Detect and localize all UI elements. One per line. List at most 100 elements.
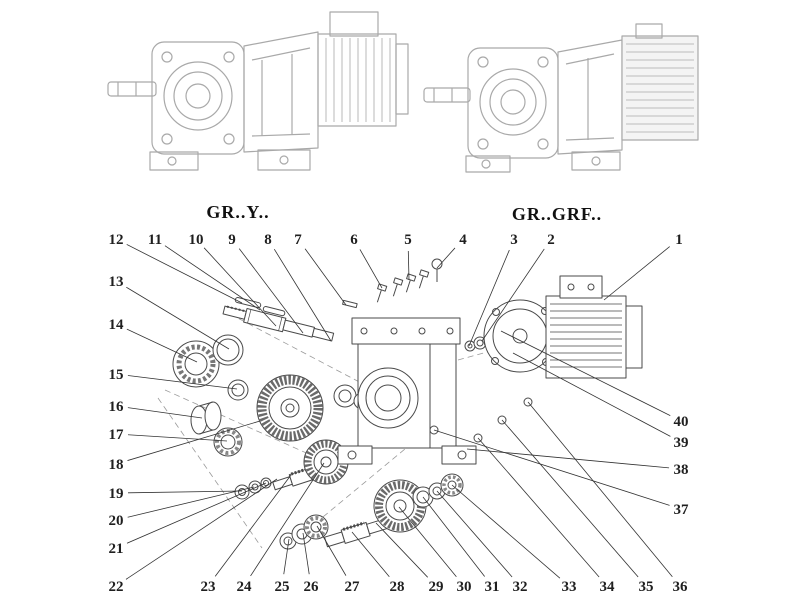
callout-line-11	[164, 245, 261, 311]
left-bearing-set	[172, 334, 249, 457]
input-shaft	[222, 305, 335, 342]
callout-number-27: 27	[345, 579, 361, 595]
callout-number-14: 14	[109, 317, 125, 333]
callout-number-36: 36	[673, 579, 689, 595]
callout-number-23: 23	[201, 579, 216, 595]
callout-number-17: 17	[109, 427, 125, 443]
main-gear	[256, 374, 324, 442]
gr-grf-output-shaft	[423, 87, 471, 103]
callout-line-2	[481, 248, 545, 342]
housing-drain-plug	[429, 425, 439, 435]
model-label-gr-y: GR..Y..	[206, 202, 269, 222]
callout-line-13	[126, 286, 230, 350]
callout-number-25: 25	[275, 579, 290, 595]
callout-line-38	[466, 448, 670, 469]
callout-number-9: 9	[228, 232, 236, 248]
callout-number-19: 19	[109, 486, 124, 502]
callout-line-33	[451, 484, 561, 579]
gr-y-gearbox-housing	[151, 31, 319, 155]
callout-number-4: 4	[459, 232, 467, 248]
callout-line-25	[283, 538, 290, 575]
callout-number-5: 5	[404, 232, 412, 248]
callout-line-15	[127, 375, 238, 390]
callout-line-23	[214, 474, 292, 577]
callout-leader-lines	[125, 244, 673, 580]
callout-line-35	[501, 419, 639, 578]
callout-line-29	[375, 522, 429, 578]
callout-number-3: 3	[510, 232, 518, 248]
callout-line-39	[512, 352, 671, 437]
callout-number-8: 8	[264, 232, 272, 248]
callout-number-10: 10	[189, 232, 204, 248]
callout-line-28	[351, 531, 390, 578]
callout-number-39: 39	[674, 435, 689, 451]
callout-number-28: 28	[390, 579, 405, 595]
gr-grf-mounting-feet	[465, 151, 621, 173]
callout-number-22: 22	[109, 579, 124, 595]
callout-number-16: 16	[109, 399, 125, 415]
callout-number-2: 2	[547, 232, 555, 248]
intermediate-gear-set	[234, 439, 349, 500]
callout-number-38: 38	[674, 462, 689, 478]
callout-line-37	[433, 429, 670, 506]
callout-number-29: 29	[429, 579, 444, 595]
callout-number-13: 13	[109, 274, 124, 290]
callout-line-16	[127, 407, 203, 419]
callout-line-19	[127, 490, 243, 494]
callout-line-3	[468, 249, 510, 347]
callout-line-36	[527, 401, 673, 578]
callout-line-32	[436, 490, 513, 578]
input-shaft-keys	[234, 297, 286, 317]
callout-line-6	[359, 249, 383, 289]
model-label-gr-grf: GR..GRF..	[512, 204, 602, 224]
callout-number-30: 30	[457, 579, 472, 595]
callout-line-22	[125, 478, 278, 580]
callout-line-9	[238, 248, 304, 334]
callout-line-8	[273, 248, 332, 342]
motor-terminal-box	[559, 275, 603, 299]
callout-number-12: 12	[109, 232, 124, 248]
callout-number-37: 37	[674, 502, 690, 518]
callout-line-20	[127, 486, 255, 518]
callout-number-20: 20	[109, 513, 124, 529]
callout-number-32: 32	[513, 579, 528, 595]
callout-line-30	[398, 506, 457, 577]
callout-line-5	[407, 250, 410, 281]
gr-y-output-shaft	[107, 81, 157, 97]
callout-line-18	[127, 420, 261, 461]
callout-line-17	[127, 434, 228, 442]
callout-number-33: 33	[562, 579, 577, 595]
gr-y-terminal-box	[329, 11, 379, 37]
callout-line-21	[126, 482, 267, 544]
output-shaft-assembly	[279, 473, 464, 550]
gr-grf-fin-cover	[621, 23, 699, 141]
gr-y-motor	[317, 11, 409, 127]
callout-number-40: 40	[674, 414, 689, 430]
callout-number-7: 7	[294, 232, 302, 248]
callout-number-15: 15	[109, 367, 124, 383]
callout-line-40	[500, 330, 671, 416]
callout-line-12	[126, 244, 243, 304]
gr-grf-gearbox-housing	[467, 39, 623, 159]
callout-number-34: 34	[600, 579, 616, 595]
housing-top-bolts	[342, 258, 443, 309]
callout-line-34	[477, 437, 600, 578]
callout-line-14	[126, 328, 198, 363]
callout-number-6: 6	[350, 232, 358, 248]
callout-line-31	[422, 496, 485, 577]
gr-y-mounting-feet	[149, 149, 311, 171]
callout-line-7	[304, 248, 347, 306]
callout-number-31: 31	[485, 579, 500, 595]
callout-number-18: 18	[109, 457, 124, 473]
callout-line-1	[603, 246, 670, 301]
callout-number-1: 1	[675, 232, 683, 248]
callout-line-24	[250, 462, 325, 577]
exploded-motor	[483, 275, 643, 379]
callout-line-26	[302, 532, 310, 575]
callout-number-11: 11	[148, 232, 162, 248]
callout-number-21: 21	[109, 541, 124, 557]
callout-line-27	[316, 525, 347, 576]
